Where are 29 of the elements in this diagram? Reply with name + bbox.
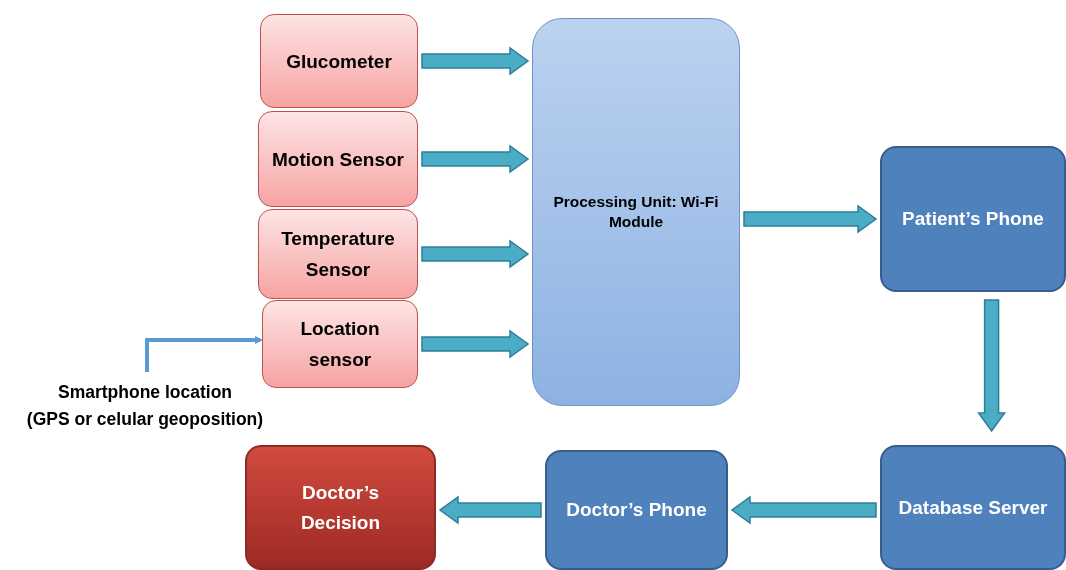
node-label: Doctor’s Phone [566, 498, 707, 522]
processing-unit-box [532, 18, 740, 406]
node-label: Location sensor [299, 317, 381, 372]
device-box [880, 146, 1066, 292]
sensor-box [262, 300, 418, 388]
device-box [545, 450, 728, 570]
sensor-box [260, 14, 418, 108]
node-label: Patient’s Phone [902, 207, 1044, 231]
block-arrow [421, 144, 530, 174]
block-arrow [421, 329, 530, 359]
sensor-box [258, 209, 418, 299]
block-arrow [438, 495, 542, 525]
block-arrow [743, 204, 878, 234]
node-label: Glucometer [286, 49, 392, 74]
server-box [880, 445, 1066, 570]
sensor-box [258, 111, 418, 207]
block-arrow [421, 239, 530, 269]
node-label: Processing Unit: Wi-Fi Module [552, 192, 720, 232]
arrow [145, 336, 263, 372]
block-arrow [977, 299, 1007, 433]
annotation-text: Smartphone location [57, 381, 232, 404]
node-label: Doctor’s Decision [299, 480, 382, 535]
block-arrow [421, 46, 530, 76]
decision-box [245, 445, 436, 570]
node-label: Motion Sensor [272, 147, 404, 172]
annotation-text: (GPS or celular geoposition) [26, 408, 264, 431]
node-label: Temperature Sensor [280, 227, 396, 282]
node-label: Database Server [898, 495, 1048, 520]
block-arrow [730, 495, 877, 525]
